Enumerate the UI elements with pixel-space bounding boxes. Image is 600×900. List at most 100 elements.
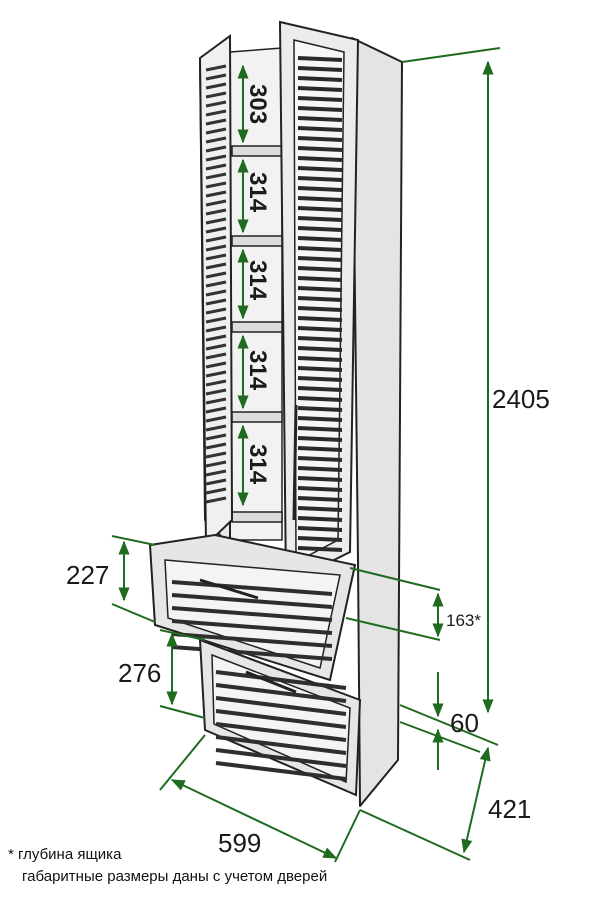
bottom-drawer xyxy=(198,638,362,797)
louver-slat xyxy=(205,325,227,333)
louver-slat xyxy=(215,748,347,768)
louver-slat xyxy=(205,82,227,90)
louver-slat xyxy=(297,256,343,262)
louver-slat xyxy=(215,696,347,716)
louver-slat xyxy=(297,276,343,282)
louver-slat xyxy=(297,426,343,432)
louver-slat xyxy=(205,343,227,351)
louver-slat xyxy=(205,271,227,279)
louver-slat xyxy=(297,306,343,312)
louver-slat xyxy=(297,66,343,72)
louver-slat xyxy=(297,56,343,62)
louver-slat xyxy=(205,397,227,405)
louver-slat xyxy=(297,296,343,302)
note-drawer-depth: * глубина ящика xyxy=(8,846,122,863)
louver-slat xyxy=(171,645,333,661)
louver-slat xyxy=(171,593,333,609)
louver-slat xyxy=(205,334,227,342)
louver-slat xyxy=(297,216,343,222)
louver-slat xyxy=(205,406,227,414)
louver-slat xyxy=(171,619,333,635)
louver-slat xyxy=(215,735,347,755)
louver-slat xyxy=(205,64,227,72)
louver-slat xyxy=(215,683,347,703)
louver-slat xyxy=(297,106,343,112)
louver-slat xyxy=(297,176,343,182)
top-drawer-height-label: 227 xyxy=(66,560,109,590)
door-handle xyxy=(292,404,298,521)
louver-slat xyxy=(297,286,343,292)
louver-slat xyxy=(297,546,343,552)
louver-slat xyxy=(205,217,227,225)
louver-slat xyxy=(297,206,343,212)
louver-slat xyxy=(205,235,227,243)
louver-slat xyxy=(297,146,343,152)
shelf-height-5: 314 xyxy=(244,444,271,485)
shelf-height-4: 314 xyxy=(244,350,271,391)
louver-slat xyxy=(205,100,227,108)
louver-slat xyxy=(297,496,343,502)
louver-slat xyxy=(205,109,227,117)
louver-slat xyxy=(297,326,343,332)
louver-slat xyxy=(205,136,227,144)
louver-slat xyxy=(215,761,347,781)
louver-slat xyxy=(205,244,227,252)
louver-slat xyxy=(297,336,343,342)
louver-slat xyxy=(297,96,343,102)
louver-slat xyxy=(205,361,227,369)
louver-slat xyxy=(205,73,227,81)
louver-slat xyxy=(297,366,343,372)
louver-slat xyxy=(205,433,227,441)
total-height-label: 2405 xyxy=(492,384,550,414)
louver-slat xyxy=(205,226,227,234)
louver-slat xyxy=(205,280,227,288)
louver-slat xyxy=(205,127,227,135)
louver-slat xyxy=(297,316,343,322)
louver-slat xyxy=(205,253,227,261)
louver-slat xyxy=(297,406,343,412)
louver-slat xyxy=(205,460,227,468)
louver-slat xyxy=(205,145,227,153)
louver-slat xyxy=(205,181,227,189)
louver-slat xyxy=(297,446,343,452)
note-overall-dimensions: габаритные размеры даны с учетом дверей xyxy=(22,868,328,885)
louver-slat xyxy=(297,516,343,522)
louver-slat xyxy=(215,722,347,742)
top-drawer xyxy=(148,533,357,682)
louver-slat xyxy=(297,436,343,442)
shelf-height-2: 314 xyxy=(244,172,271,213)
shelf-height-3: 314 xyxy=(244,260,271,301)
louver-slat xyxy=(205,118,227,126)
louver-slat xyxy=(205,379,227,387)
louver-slat xyxy=(205,199,227,207)
louver-slat xyxy=(205,487,227,495)
louver-slat xyxy=(205,415,227,423)
louver-slat xyxy=(205,451,227,459)
louver-slat xyxy=(205,289,227,297)
louver-slat xyxy=(171,632,333,648)
louver-slat xyxy=(205,442,227,450)
left-door xyxy=(198,34,234,548)
louver-slat xyxy=(205,352,227,360)
louver-slat xyxy=(205,163,227,171)
louver-slat xyxy=(205,496,227,504)
louver-slat xyxy=(297,246,343,252)
dimension-lines xyxy=(111,47,501,863)
louver-slat xyxy=(205,298,227,306)
louver-slat xyxy=(205,172,227,180)
louver-slat xyxy=(205,370,227,378)
louver-slat xyxy=(205,262,227,270)
louver-slat xyxy=(297,476,343,482)
louver-slat xyxy=(297,536,343,542)
louver-slat xyxy=(205,154,227,162)
shelf-labels: 303 314 314 314 314 xyxy=(244,84,271,485)
right-door xyxy=(278,20,360,586)
drawer-depth-label: 163* xyxy=(446,611,481,630)
louver-slat xyxy=(297,266,343,272)
width-label: 599 xyxy=(218,828,261,858)
louver-slat xyxy=(205,388,227,396)
louver-slat xyxy=(297,376,343,382)
louver-slat xyxy=(297,456,343,462)
louver-slat xyxy=(297,416,343,422)
